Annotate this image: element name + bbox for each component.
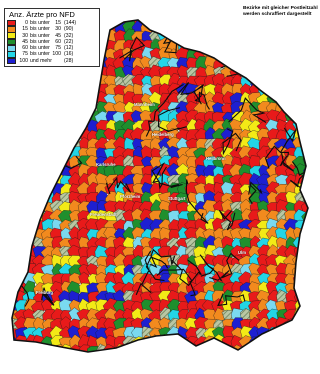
county-border [156, 268, 196, 297]
legend-swatch [7, 51, 16, 58]
county-border [218, 209, 236, 231]
legend-word: bis unter [30, 38, 50, 45]
county-border [145, 83, 184, 137]
county-border [194, 85, 210, 110]
hatching-note-line: werden schraffiert dargestellt [243, 11, 312, 17]
county-border [217, 293, 246, 307]
county-border [145, 256, 169, 282]
state-outline [11, 19, 309, 353]
county-border [177, 82, 204, 105]
county-border [151, 162, 183, 189]
legend-from: 30 [22, 32, 28, 39]
place-label: Pforzheim [120, 194, 141, 199]
legend-word: bis unter [30, 51, 50, 58]
place-label: Heidelberg [152, 132, 174, 137]
legend-count: (22) [64, 38, 74, 45]
legend-from: 100 [19, 57, 28, 64]
legend-from: 75 [22, 51, 28, 58]
legend-to: 100 [52, 51, 61, 58]
legend-to: 60 [55, 38, 61, 45]
county-border [105, 176, 132, 195]
place-label: Stuttgart [168, 196, 186, 201]
place-label: Heilbronn [206, 156, 226, 161]
hatching-note: Bezirke mit gleicher Postleitzahl werden… [243, 6, 319, 17]
legend-count: (12) [64, 45, 74, 52]
legend-swatch [7, 38, 16, 46]
place-label: Karlsruhe [96, 162, 116, 167]
legend-to: 75 [55, 45, 61, 52]
county-border [135, 250, 152, 296]
legend-swatch [7, 45, 16, 52]
county-border [119, 36, 146, 62]
map-legend: Anz. Ärzte pro NFD 0 bis unter 15 (144) … [4, 8, 100, 68]
county-border [157, 107, 187, 132]
county-border [41, 287, 55, 306]
legend-word: bis unter [30, 20, 50, 26]
legend-count: (90) [64, 26, 74, 33]
county-border [152, 166, 167, 190]
legend-count: (32) [64, 32, 74, 39]
hatching-note-line: Bezirke mit gleicher Postleitzahl [243, 6, 318, 11]
legend-count: (144) [64, 20, 77, 26]
legend-item: 45 bis unter 60 (22) [7, 38, 97, 46]
county-border [171, 259, 202, 287]
legend-word: und mehr [30, 57, 52, 64]
legend-item: 30 bis unter 45 (32) [7, 32, 97, 40]
legend-item: 0 bis unter 15 (144) [7, 19, 97, 27]
legend-item: 75 bis unter 100 (16) [7, 51, 97, 58]
legend-swatch [7, 26, 16, 33]
county-border [248, 181, 263, 204]
county-border [222, 128, 242, 156]
legend-item: 60 bis unter 75 (12) [7, 45, 97, 52]
county-border [199, 254, 222, 282]
county-border [264, 127, 297, 169]
legend-word: bis unter [30, 32, 50, 39]
place-label: Mannheim [134, 102, 155, 107]
legend-to: 15 [55, 20, 61, 26]
legend-from: 45 [22, 38, 28, 45]
legend-swatch [7, 19, 16, 27]
legend-from: 60 [22, 45, 28, 52]
county-border [149, 248, 176, 268]
district-shape [300, 200, 308, 214]
legend-to: 45 [55, 32, 61, 39]
legend-item: 15 bis unter 30 (90) [7, 26, 97, 33]
legend-word: bis unter [30, 45, 50, 52]
legend-swatch [7, 57, 16, 65]
place-label: Ulm [238, 250, 246, 255]
county-border [228, 97, 267, 123]
legend-count: (16) [64, 51, 74, 58]
legend-from: 0 [25, 20, 28, 26]
legend-swatch [7, 32, 16, 40]
place-label: Freiburg [36, 290, 53, 295]
county-border [185, 179, 209, 224]
legend-to: 30 [55, 26, 61, 33]
place-label: Freudenstadt [90, 212, 117, 217]
county-border [279, 151, 294, 172]
legend-count: (28) [64, 57, 74, 64]
legend-word: bis unter [30, 26, 50, 33]
legend-item: 100 und mehr (28) [7, 57, 97, 65]
legend-from: 15 [22, 26, 28, 33]
legend-title: Anz. Ärzte pro NFD [9, 10, 75, 19]
